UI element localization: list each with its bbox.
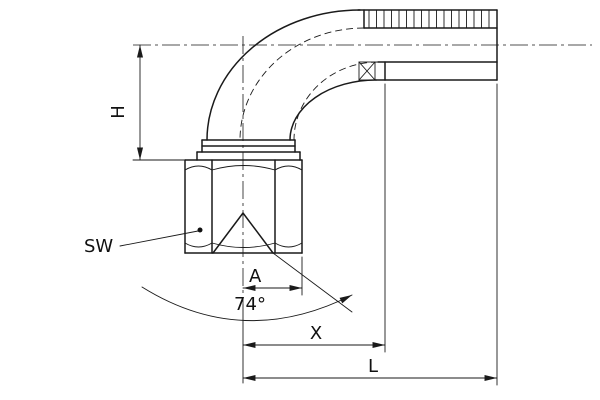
collar-step-sides: [196, 151, 301, 161]
h-dimension-label: H: [108, 105, 129, 119]
dimension-l: L: [242, 83, 498, 386]
collar-sides: [201, 139, 296, 153]
hose-barb-ribs: [368, 9, 490, 29]
dimension-x: X: [242, 83, 386, 353]
sw-leader-line: [119, 230, 199, 247]
nut-side-edges: [184, 159, 303, 254]
bore-hidden-line-outer: [239, 27, 365, 141]
dimension-h: H: [108, 44, 185, 161]
x-dimension-label: X: [310, 323, 322, 344]
elbow-outer-curve: [206, 9, 361, 141]
angle-arc: [141, 286, 353, 321]
sw-annotation: SW: [84, 230, 199, 257]
elbow-inner-curve: [289, 79, 377, 141]
centerlines: [133, 36, 592, 384]
wrench-face-dot: [197, 227, 203, 233]
cone-seat: [212, 212, 274, 254]
bore-hidden-line-inner: [293, 61, 379, 141]
cone-seat-lines: [212, 212, 274, 254]
angle-dimension: 74°: [141, 252, 353, 321]
hose-tail: [357, 9, 498, 81]
nut-top-chamfer-arcs: [184, 165, 303, 171]
seal-detail: [358, 61, 376, 81]
elbow-body: [206, 9, 379, 141]
cone-face-extension-line: [272, 252, 353, 313]
a-dimension-label: A: [249, 266, 262, 287]
angle-label: 74°: [234, 294, 266, 315]
nut-hex-face-lines: [211, 159, 276, 254]
dimension-a: A: [242, 256, 303, 296]
sw-label: SW: [84, 236, 113, 257]
nut-bottom-chamfer-arcs: [184, 242, 303, 248]
swivel-nut: [184, 139, 303, 254]
seal-crosshatch: [358, 61, 376, 81]
l-dimension-label: L: [368, 356, 378, 377]
